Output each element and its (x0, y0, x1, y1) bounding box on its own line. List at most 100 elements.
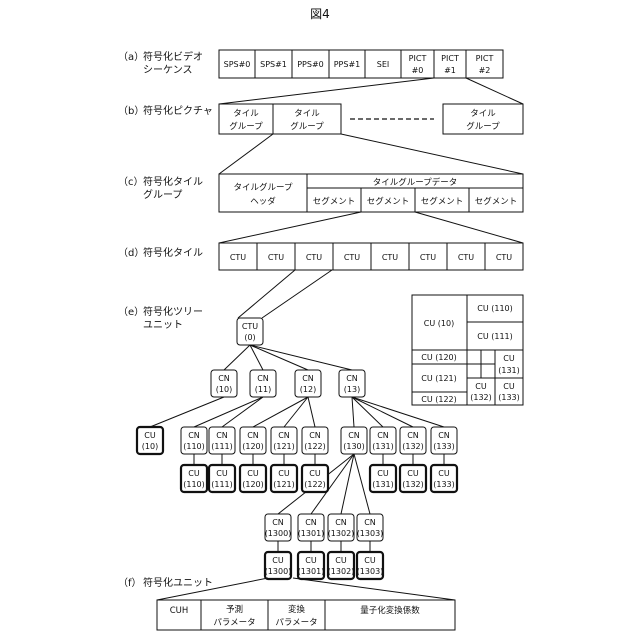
coding-unit-cell-top: CUH (170, 606, 189, 616)
partition-cu133: CU (503, 382, 515, 391)
cn-node-type: CN (335, 518, 347, 527)
ctu-partition-diagram: CU (10) CU (110) CU (111) CU (120) CU (1… (412, 295, 523, 405)
partition-cu133-b: (133) (498, 393, 520, 402)
cu-node-id: (121) (273, 480, 295, 489)
section-e-label-2: ユニット (143, 320, 183, 331)
cn-node-type: CN (305, 518, 317, 527)
partition-cu121: CU (121) (421, 374, 457, 383)
section-a-label-1: 符号化ビデオ (143, 50, 203, 63)
cu-node-type: CU (247, 469, 259, 478)
coding-tree: CTU(0)CN(10)CN(11)CN(12)CN(13)CU(10)CN(1… (137, 318, 457, 579)
cu-node-id: (1300) (265, 567, 292, 576)
cn-node-type: CN (278, 431, 290, 440)
coding-unit-cell-top: 予測 (226, 604, 243, 615)
tile-group-1-bottom: グループ (229, 121, 263, 132)
section-c-label-2: グループ (143, 188, 182, 201)
cn-node-id: (132) (402, 442, 424, 451)
ctu-label: CTU (230, 253, 246, 262)
connector-a-b-right (466, 78, 523, 104)
cn-node-type: CN (272, 518, 284, 527)
cu-node-type: CU (335, 556, 347, 565)
section-b: （b） 符号化ピクチャ タイル グループ タイル グループ タイル グループ (118, 104, 523, 134)
coding-unit-cell-bottom: パラメータ (213, 618, 255, 628)
cu-node-type: CU (364, 556, 376, 565)
cu-node-type: CU (377, 469, 389, 478)
coding-unit-cell-bottom: パラメータ (275, 618, 317, 628)
cu-node-type: CU (272, 556, 284, 565)
sequence-cell-label: PICT (441, 54, 459, 63)
cu-node-type: CU (305, 556, 317, 565)
cn-node-id: (13) (344, 385, 360, 394)
ctu-label: CTU (306, 253, 322, 262)
cn-node-type: CN (346, 374, 358, 383)
cu-node-id: (120) (242, 480, 264, 489)
ctu-label: CTU (420, 253, 436, 262)
coding-unit-cell-top: 変換 (288, 604, 306, 615)
section-c-label-1: 符号化タイル (143, 175, 203, 188)
connector-c-d-right (415, 212, 523, 243)
cn-node-id: (10) (216, 385, 232, 394)
cn-node-type: CN (438, 431, 450, 440)
cu-node-type: CU (407, 469, 419, 478)
partition-cu120: CU (120) (421, 353, 457, 362)
partition-cu122: CU (122) (421, 395, 457, 404)
cn-node-id: (130) (343, 442, 365, 451)
partition-cu111: CU (111) (477, 332, 513, 341)
cn-node-id: (1303) (357, 529, 384, 538)
cu-node-type: CU (278, 469, 290, 478)
section-e-tag: （e） (118, 306, 144, 318)
cn-node-type: CN (407, 431, 419, 440)
cu-node-type: CU (309, 469, 321, 478)
connector-b-c-left (219, 134, 273, 174)
section-a: （a） 符号化ビデオ シーケンス SPS#0SPS#1PPS#0PPS#1SEI… (118, 50, 503, 78)
ctu-label: CTU (268, 253, 284, 262)
ctu-label: CTU (344, 253, 360, 262)
connector-d-e-right (262, 270, 332, 318)
cn-node-id: (1302) (328, 529, 355, 538)
sequence-cell-sub: #0 (412, 66, 424, 75)
ctu-label: CTU (496, 253, 512, 262)
segment-label: セグメント (475, 196, 518, 207)
section-a-tag: （a） (118, 51, 144, 63)
ctu-label: CTU (458, 253, 474, 262)
cn-node-type: CN (257, 374, 269, 383)
cu-node-id: (1303) (357, 567, 384, 576)
partition-cu10: CU (10) (424, 319, 454, 328)
tile-group-header-bottom: ヘッダ (250, 196, 276, 207)
cu-node-id: (133) (433, 480, 455, 489)
cn-node-type: CN (377, 431, 389, 440)
cu-node-id: (1302) (328, 567, 355, 576)
partition-cu132: CU (475, 382, 487, 391)
sequence-cell-label: SEI (377, 60, 390, 69)
connector-e-f-right (293, 578, 455, 600)
coding-unit-cells: CUH予測パラメータ変換パラメータ量子化変換係数 (157, 600, 455, 630)
connector-c-d-left (219, 212, 361, 243)
figure-title: 図4 (310, 7, 330, 21)
tile-group-2-bottom: グループ (290, 121, 324, 132)
sequence-cell-label: PICT (409, 54, 427, 63)
cn-node-type: CN (216, 431, 228, 440)
cn-node-id: (133) (433, 442, 455, 451)
cu-node-type: CU (216, 469, 228, 478)
section-c: （c） 符号化タイル グループ タイルグループ ヘッダ タイルグループデータ セ… (118, 174, 523, 212)
tile-group-last-top: タイル (470, 109, 496, 119)
sequence-cell-sub: #2 (479, 66, 491, 75)
section-c-tag: （c） (118, 176, 144, 188)
cn-node-id: (12) (300, 385, 316, 394)
cn-node-id: (120) (242, 442, 264, 451)
cu-node-id: (111) (211, 480, 233, 489)
partition-cu131-b: (131) (498, 366, 520, 375)
connector-a-b-left (219, 78, 434, 104)
cn-node-type: CN (302, 374, 314, 383)
segment-label: セグメント (421, 196, 464, 207)
tile-group-data-title: タイルグループデータ (373, 177, 458, 188)
connector-d-e-left (238, 270, 295, 318)
cn-node-id: (121) (273, 442, 295, 451)
sequence-cell-label: SPS#0 (224, 60, 251, 69)
segment-label: セグメント (367, 196, 410, 207)
sequence-cell-label: SPS#1 (260, 60, 287, 69)
cn-node-type: CN (348, 431, 360, 440)
cn-node-type: CN (247, 431, 259, 440)
cu-node-id: (1301) (298, 567, 325, 576)
sequence-cell-label: PPS#0 (297, 60, 324, 69)
